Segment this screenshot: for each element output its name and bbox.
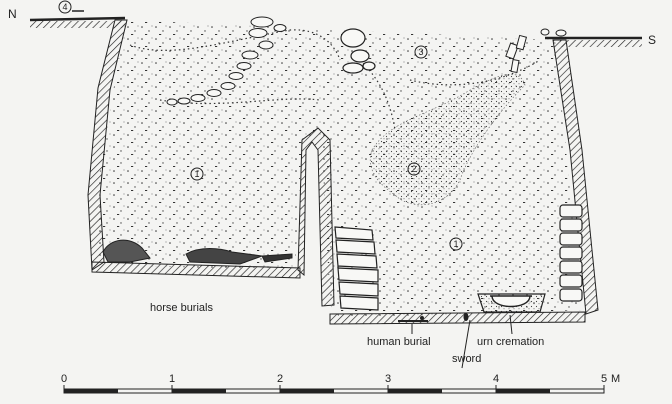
layer-1-label-right: 1: [453, 239, 458, 249]
north-label: N: [8, 7, 17, 21]
layer-markers: [58, 0, 463, 251]
scale-tick-4: 4: [493, 373, 499, 385]
layer-4-label: 4: [62, 2, 67, 12]
human-burial-label: human burial: [367, 336, 431, 348]
floor-right: [329, 311, 586, 325]
ground-surface-right: [545, 36, 642, 47]
scale-tick-0: 0: [61, 373, 67, 385]
scale-tick-5: 5: [601, 373, 607, 385]
scale-unit: M: [611, 373, 620, 385]
sword-marker: [463, 313, 469, 321]
horse-burials-label: horse burials: [150, 302, 213, 314]
human-burial-marker: [398, 316, 428, 322]
tip-lines: [129, 29, 541, 131]
pit-wall-right: [552, 39, 599, 315]
layer-3-label: 3: [418, 47, 423, 57]
horse-skeletons: [102, 239, 293, 265]
scale-tick-1: 1: [169, 373, 175, 385]
layer-1-label-left: 1: [194, 169, 199, 179]
baulk-pillar: [297, 127, 335, 307]
floor-left: [91, 261, 301, 279]
urn-cremation-label: urn cremation: [477, 336, 544, 348]
sword-label: sword: [452, 353, 481, 365]
scale-bar: [63, 385, 605, 394]
stone-group-right: [505, 28, 567, 74]
south-label: S: [648, 33, 656, 47]
scale-tick-3: 3: [385, 373, 391, 385]
scale-tick-2: 2: [277, 373, 283, 385]
stone-cluster: [340, 28, 376, 74]
urn-cremation-pit: [477, 293, 546, 313]
stone-chain: [166, 16, 287, 106]
ground-surface-left: [29, 16, 126, 28]
leader-lines: [411, 314, 513, 369]
layer-2-label: 2: [411, 164, 416, 174]
stone-wall-right: [559, 204, 583, 302]
stone-wall-left: [334, 226, 379, 311]
